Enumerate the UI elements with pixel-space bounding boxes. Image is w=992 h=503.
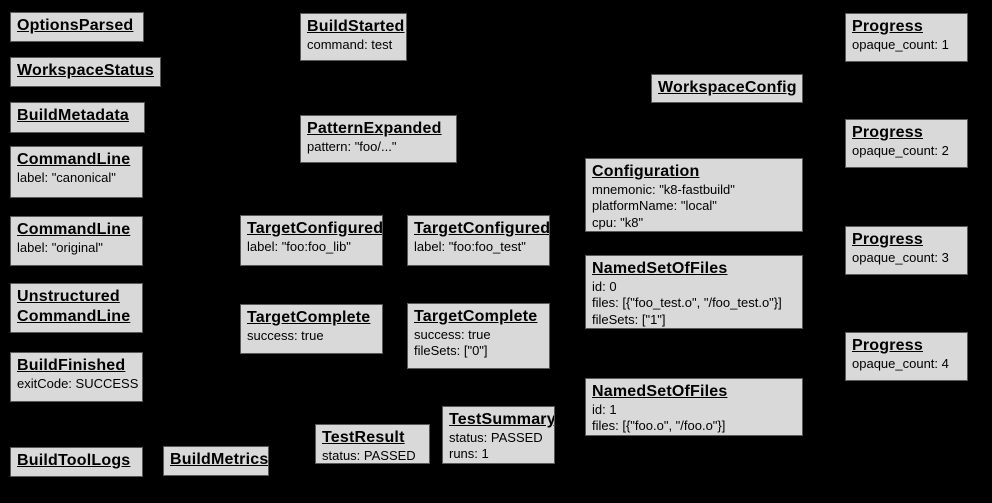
event-box-progress-1: Progress opaque_count: 1 <box>845 13 968 62</box>
event-attr-target-configured-foo-lib-0: label: "foo:foo_lib" <box>247 239 351 254</box>
event-title-workspace-status: WorkspaceStatus <box>17 62 154 79</box>
event-title-progress-2: Progress <box>852 124 923 141</box>
event-title-test-summary: TestSummary <box>449 411 555 428</box>
event-attr-named-set-of-files-0-2: fileSets: ["1"] <box>592 311 666 327</box>
event-attr-pattern-expanded-0: pattern: "foo/..." <box>307 139 397 154</box>
event-attr-target-complete-foo-test-0: success: true <box>414 327 491 342</box>
event-attr-progress-1-0: opaque_count: 1 <box>852 37 949 52</box>
event-box-progress-3: Progress opaque_count: 3 <box>845 226 968 275</box>
event-title-named-set-of-files-1: NamedSetOfFiles <box>592 383 728 400</box>
event-attr-test-result-0: status: PASSED <box>322 448 416 463</box>
event-title-build-finished: BuildFinished <box>17 357 126 374</box>
event-attr-command-line-canonical-0: label: "canonical" <box>17 170 116 185</box>
event-box-build-tool-logs: BuildToolLogs <box>10 447 143 477</box>
event-title-build-tool-logs: BuildToolLogs <box>17 452 131 469</box>
event-title-progress-1: Progress <box>852 18 923 35</box>
event-box-build-started: BuildStarted command: test <box>300 13 407 61</box>
event-box-target-configured-foo-lib: TargetConfigured label: "foo:foo_lib" <box>240 215 383 266</box>
event-box-configuration: Configuration mnemonic: "k8-fastbuild"pl… <box>585 158 803 232</box>
event-title-build-started: BuildStarted <box>307 18 405 35</box>
event-box-progress-2: Progress opaque_count: 2 <box>845 119 968 168</box>
event-title-command-line-canonical: CommandLine <box>17 151 131 168</box>
event-title-target-complete-foo-lib: TargetComplete <box>247 309 371 326</box>
event-attr-progress-4-0: opaque_count: 4 <box>852 356 949 371</box>
event-attr-build-started-0: command: test <box>307 37 393 52</box>
event-title-target-complete-foo-test: TargetComplete <box>414 308 538 325</box>
event-attr-named-set-of-files-1-0: id: 1 <box>592 402 617 417</box>
event-attr-command-line-original-0: label: "original" <box>17 240 103 255</box>
event-box-command-line-original: CommandLine label: "original" <box>10 216 143 266</box>
event-box-build-finished: BuildFinished exitCode: SUCCESS <box>10 352 143 402</box>
event-title-command-line-original: CommandLine <box>17 221 131 238</box>
event-attr-progress-3-0: opaque_count: 3 <box>852 250 949 265</box>
event-box-build-metadata: BuildMetadata <box>10 102 145 133</box>
event-attr-configuration-0: mnemonic: "k8-fastbuild" <box>592 182 735 197</box>
event-attr-named-set-of-files-0-0: id: 0 <box>592 279 617 294</box>
event-title-progress-3: Progress <box>852 231 923 248</box>
event-attr-configuration-2: cpu: "k8" <box>592 214 644 230</box>
event-box-test-result: TestResult status: PASSED <box>315 424 430 464</box>
event-attr-build-finished-0: exitCode: SUCCESS <box>17 376 139 391</box>
event-title-build-metadata: BuildMetadata <box>17 107 129 124</box>
event-title-named-set-of-files-0: NamedSetOfFiles <box>592 260 728 277</box>
event-title-target-configured-foo-test: TargetConfigured <box>414 220 550 237</box>
event-attr-configuration-1: platformName: "local" <box>592 198 717 214</box>
event-box-progress-4: Progress opaque_count: 4 <box>845 332 968 381</box>
event-attr-test-summary-0: status: PASSED <box>449 430 543 445</box>
event-attr-target-complete-foo-test-1: fileSets: ["0"] <box>414 343 488 359</box>
event-box-unstructured-command-line: Unstructured CommandLine <box>10 283 143 333</box>
event-box-target-complete-foo-lib: TargetComplete success: true <box>240 304 383 354</box>
event-box-command-line-canonical: CommandLine label: "canonical" <box>10 146 143 198</box>
event-attr-target-configured-foo-test-0: label: "foo:foo_test" <box>414 239 526 254</box>
event-attr-target-complete-foo-lib-0: success: true <box>247 328 324 343</box>
event-title-workspace-config: WorkspaceConfig <box>658 79 797 96</box>
event-attr-named-set-of-files-1-1: files: [{"foo.o", "/foo.o"}] <box>592 418 726 434</box>
event-box-workspace-config: WorkspaceConfig <box>651 74 803 103</box>
event-title-configuration: Configuration <box>592 163 700 180</box>
event-attr-test-summary-1: runs: 1 <box>449 446 489 462</box>
event-title-pattern-expanded: PatternExpanded <box>307 120 442 137</box>
event-title-unstructured-command-line: Unstructured CommandLine <box>17 288 131 325</box>
event-box-build-metrics: BuildMetrics <box>163 446 269 476</box>
event-title-options-parsed: OptionsParsed <box>17 17 134 34</box>
event-title-progress-4: Progress <box>852 337 923 354</box>
event-attr-progress-2-0: opaque_count: 2 <box>852 143 949 158</box>
event-box-target-configured-foo-test: TargetConfigured label: "foo:foo_test" <box>407 215 550 266</box>
event-title-build-metrics: BuildMetrics <box>170 451 269 468</box>
event-attr-named-set-of-files-0-1: files: [{"foo_test.o", "/foo_test.o"}] <box>592 295 782 311</box>
event-box-pattern-expanded: PatternExpanded pattern: "foo/..." <box>300 115 457 163</box>
event-box-options-parsed: OptionsParsed <box>10 12 144 42</box>
event-title-test-result: TestResult <box>322 429 405 446</box>
event-title-target-configured-foo-lib: TargetConfigured <box>247 220 383 237</box>
event-box-workspace-status: WorkspaceStatus <box>10 57 161 87</box>
